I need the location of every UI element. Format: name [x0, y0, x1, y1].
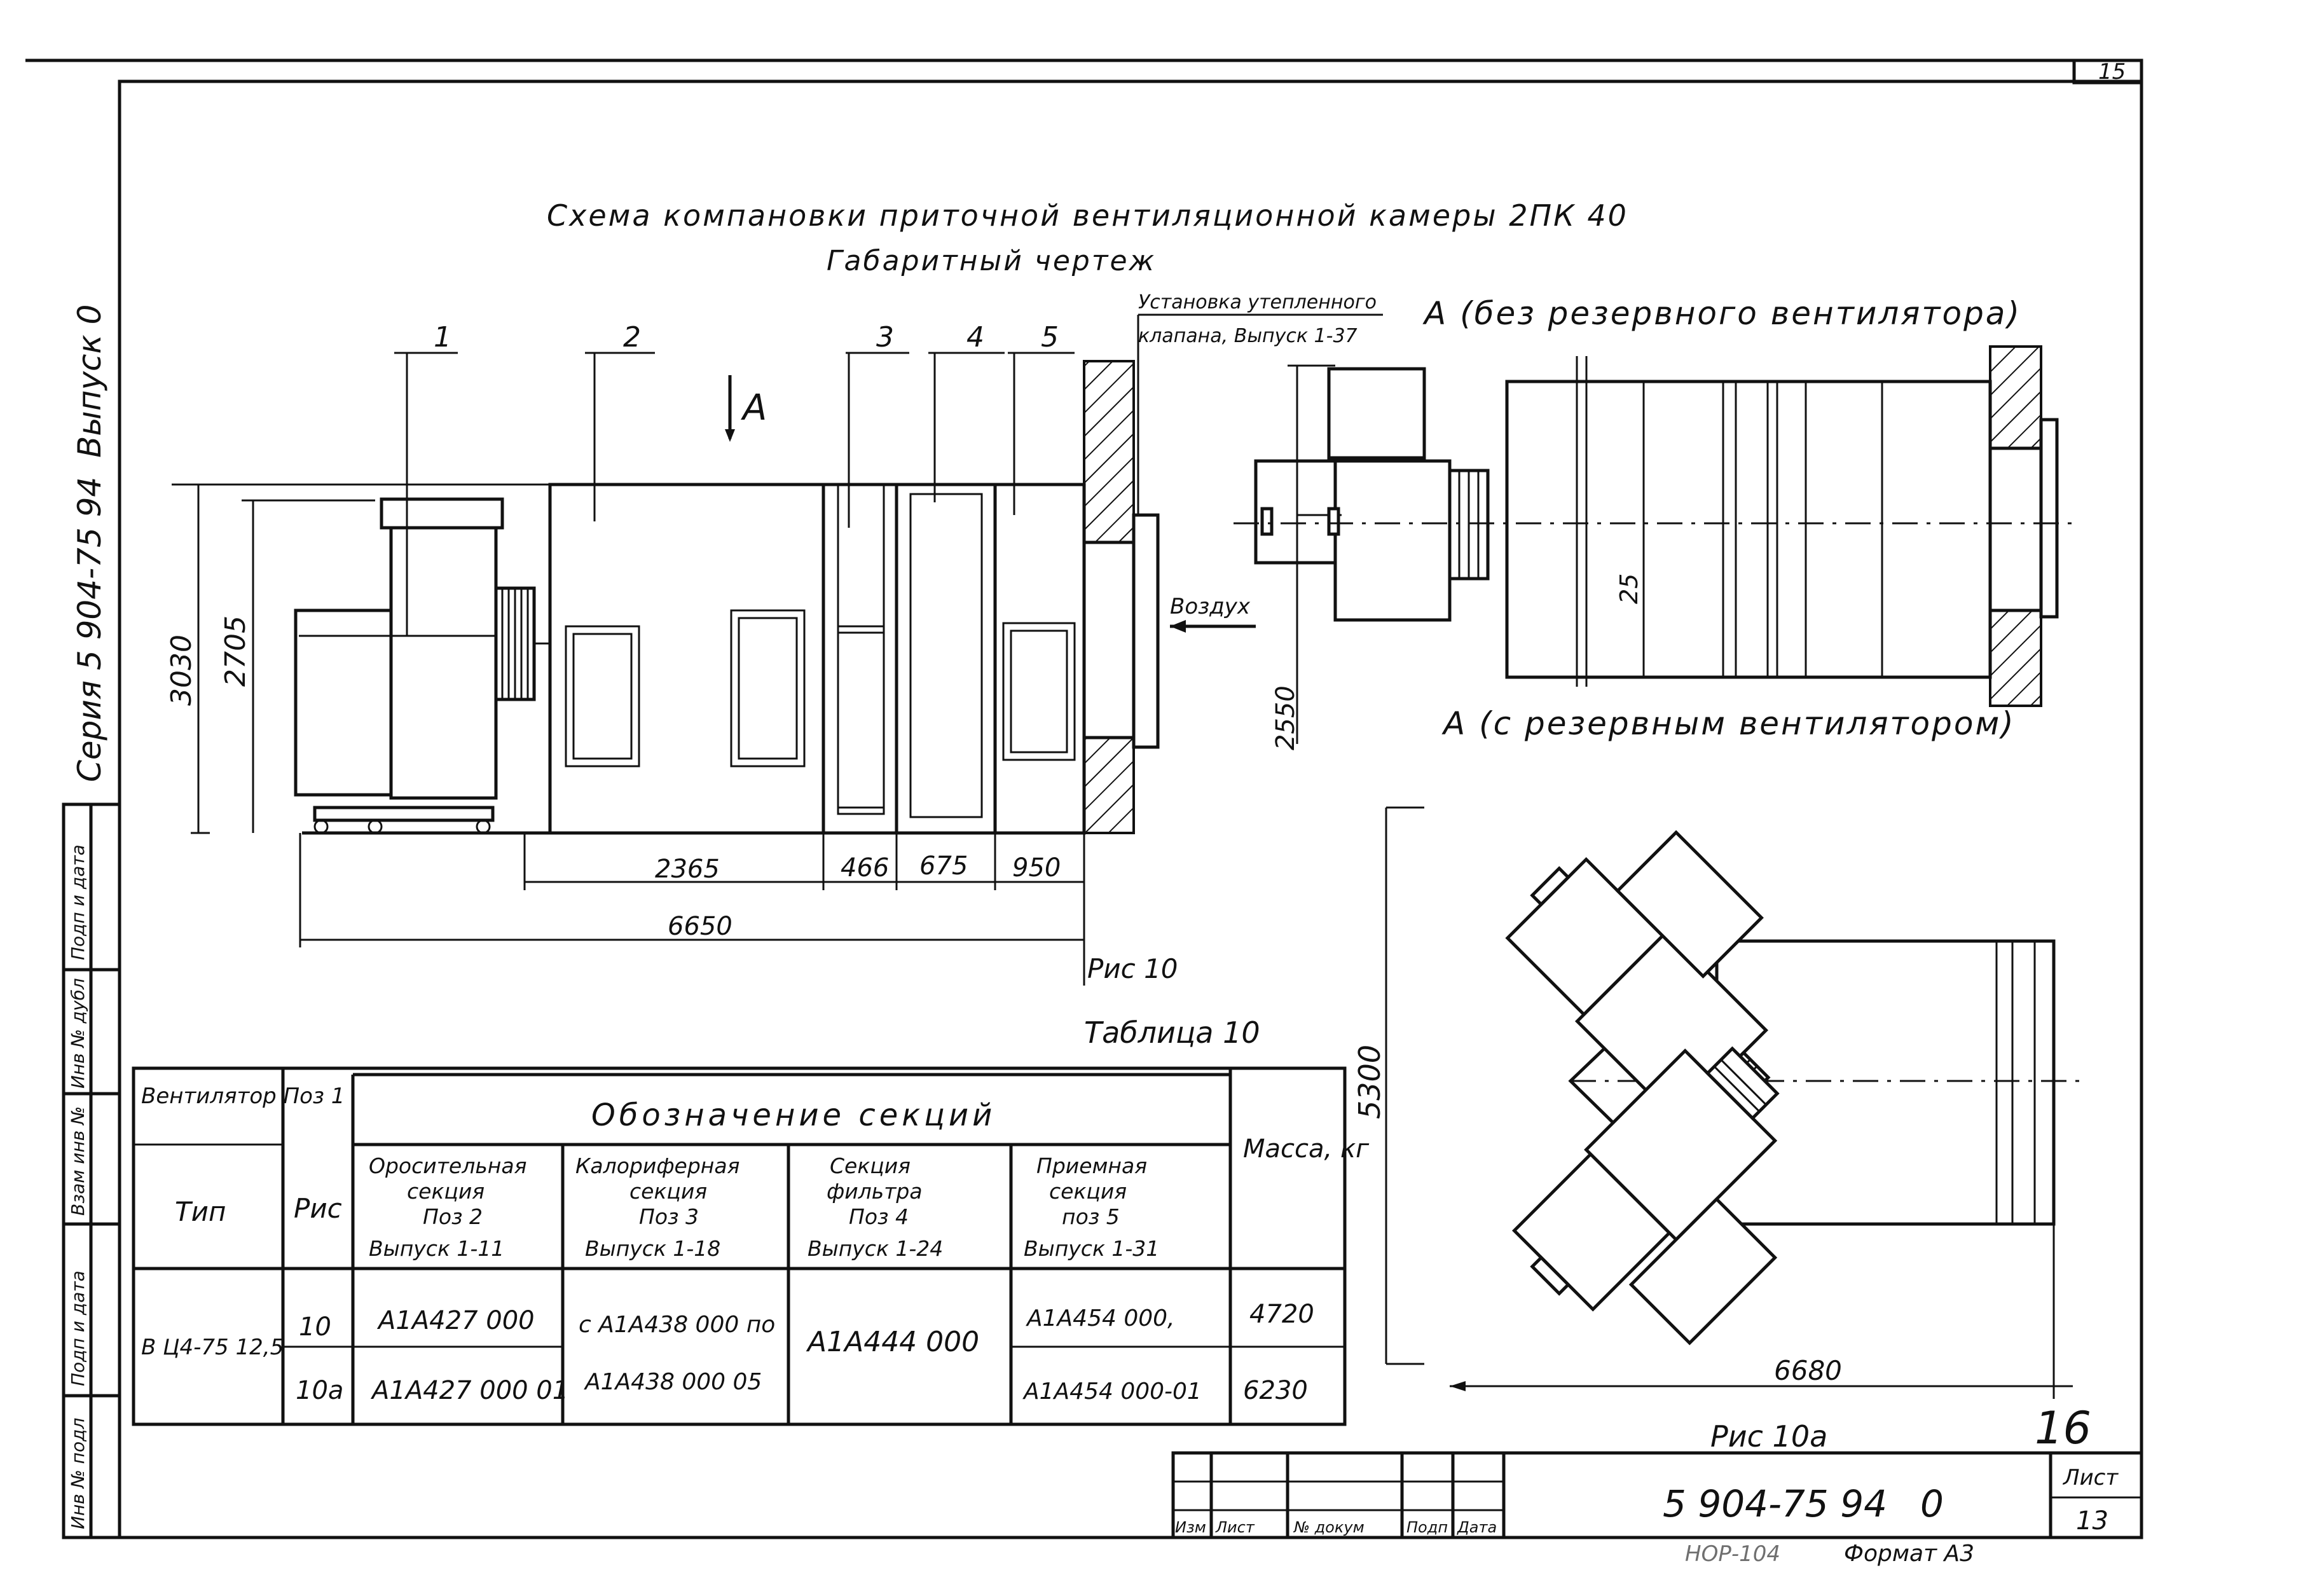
view-a-no-reserve-title: А (без резервного вентилятора) [1422, 295, 2021, 332]
view-a-plan: А (без резервного вентилятора) 25 2550 А… [1234, 295, 2073, 750]
dim-section-2: 2365 [655, 855, 720, 884]
section-3-header-l2: секция [629, 1179, 707, 1204]
fig10a-plan-with-reserve: 5300 6680 Рис 10а 16 [1352, 806, 2091, 1454]
fan-housing [389, 500, 498, 800]
row-2-section-5: А1А454 000-01 [1022, 1379, 1202, 1405]
section-5-intake [993, 483, 1086, 835]
insulated-valve [1132, 513, 1160, 749]
table-header-fig: Рис [294, 1193, 342, 1224]
margin-stamp-cell-5: Инв № подл [67, 1418, 88, 1529]
page-number: 15 [2098, 59, 2126, 85]
row-1-fig: 10 [299, 1312, 331, 1342]
section-4-header-l4: Выпуск 1-24 [808, 1236, 943, 1261]
margin-stamp-cell-2: Инв № дубл [67, 978, 88, 1089]
valve-note-line2: клапана, Выпуск 1-37 [1138, 325, 1358, 347]
margin-stamp-cell-4: Подп и дата [67, 1270, 88, 1386]
margin-stamp-column: Подп и дата Инв № дубл Взам инв № Подп и… [62, 305, 121, 1539]
section-3-header-l1: Калориферная [575, 1153, 739, 1178]
table-header-mass: Масса, кг [1243, 1134, 1370, 1164]
section-2-header-l2: секция [407, 1179, 485, 1204]
view-a-marker: А [741, 387, 767, 429]
issue-label: Выпуск 0 [71, 305, 108, 458]
fig10a-casing [1715, 939, 2056, 1226]
handwritten-number: 16 [2035, 1402, 2091, 1454]
callout-3: 3 [876, 321, 894, 354]
row-2-fig: 10а [296, 1376, 343, 1405]
fig10a-dim-length: 6680 [1774, 1355, 1842, 1386]
section-2-header-l4: Выпуск 1-11 [369, 1236, 504, 1261]
row-1-mass: 4720 [1249, 1300, 1314, 1329]
section-2-header-l1: Оросительная [369, 1153, 526, 1178]
dim-total-height: 3030 [165, 635, 198, 706]
view-a-casing [1505, 380, 1992, 679]
row-2-section-2: А1А427 000 01 [370, 1376, 568, 1405]
fig10a-caption: Рис 10а [1710, 1419, 1827, 1454]
view-a-with-reserve-title: А (с резервным вентилятором) [1441, 705, 2016, 742]
table-10: Таблица 10 Вентилятор Поз 1 Тип Рис Обоз… [132, 1015, 1370, 1426]
view-a-dim-height: 2550 [1271, 685, 1300, 750]
tb-header-date: Дата [1457, 1518, 1497, 1536]
drawing-title: Схема компановки приточной вентиляционно… [547, 198, 1628, 233]
tb-header-sign: Подп [1406, 1518, 1448, 1536]
tb-header-sheet: Лист [1215, 1518, 1255, 1536]
fig10a-dim-height: 5300 [1352, 1045, 1387, 1119]
tb-header-change: Изм [1175, 1518, 1206, 1536]
dim-section-3: 466 [841, 853, 889, 883]
fig10-caption: Рис 10 [1087, 953, 1178, 984]
wall-lower [1083, 736, 1135, 834]
table-caption: Таблица 10 [1084, 1015, 1260, 1050]
air-label: Воздух [1170, 594, 1251, 619]
section-4-header-l1: Секция [830, 1153, 911, 1178]
row-2-mass: 6230 [1243, 1376, 1308, 1405]
title-block: Изм Лист № докум Подп Дата 5 904-75 94 0… [1171, 1451, 2143, 1539]
margin-stamp-cell-3: Взам инв № [67, 1106, 88, 1216]
tb-sheet-number: 13 [2076, 1506, 2108, 1536]
callout-1: 1 [434, 321, 451, 354]
section-4-header-l3: Поз 4 [849, 1204, 909, 1229]
callout-2: 2 [623, 321, 641, 354]
copy-format-note: Формат А3 [1844, 1541, 1974, 1567]
wall-upper [1083, 360, 1135, 544]
dim-overall: 6650 [668, 912, 732, 941]
series-label: Серия 5 904-75 94 [71, 477, 108, 782]
dim-inner-height: 2705 [219, 616, 252, 687]
row-1-section-2: А1А427 000 [376, 1306, 535, 1335]
margin-stamp-cell-1: Подп и дата [67, 844, 88, 960]
fan-type: В Ц4-75 12,5 [141, 1335, 284, 1360]
section-4-shared-designation: А1А444 000 [806, 1326, 979, 1358]
table-header-type: Тип [175, 1196, 226, 1227]
tb-issue: 0 [1920, 1482, 1944, 1525]
copy-stamp: НОР-104 [1685, 1541, 1780, 1567]
section-5-header-l1: Приемная [1036, 1153, 1147, 1178]
section-2-header-l3: Поз 2 [423, 1204, 483, 1229]
row-1-section-3: с А1А438 000 по [579, 1312, 775, 1338]
dim-section-5: 950 [1012, 853, 1061, 883]
section-3-header-l4: Выпуск 1-18 [585, 1236, 720, 1261]
tb-doc-code: 5 904-75 94 [1663, 1482, 1887, 1525]
section-5-header-l2: секция [1049, 1179, 1127, 1204]
fig10-side-view: А 1 2 3 4 5 Установка утепленного клапан… [165, 291, 1383, 986]
section-3-heater [822, 483, 898, 835]
section-4-header-l2: фильтра [827, 1179, 923, 1204]
fan-motor-frame [294, 609, 393, 797]
callout-5: 5 [1041, 321, 1059, 354]
row-1-section-5: А1А454 000, [1026, 1305, 1174, 1331]
section-5-header-l3: поз 5 [1062, 1204, 1120, 1229]
table-header-group: Обозначение секций [591, 1097, 996, 1133]
table-header-fan: Вентилятор Поз 1 [141, 1083, 345, 1109]
section-5-header-l4: Выпуск 1-31 [1024, 1236, 1159, 1261]
drawing-subtitle: Габаритный чертеж [827, 245, 1156, 277]
section-2-irrigation [548, 483, 825, 835]
tb-sheet-label: Лист [2062, 1465, 2119, 1490]
valve-note-line1: Установка утепленного [1138, 291, 1377, 313]
dim-section-4: 675 [919, 851, 968, 881]
section-3-header-l3: Поз 3 [639, 1204, 699, 1229]
view-a-dim-small: 25 [1615, 574, 1643, 604]
callout-4: 4 [966, 321, 984, 354]
row-2-section-3: А1А438 000 05 [584, 1369, 762, 1395]
tb-header-doc: № докум [1293, 1518, 1365, 1536]
